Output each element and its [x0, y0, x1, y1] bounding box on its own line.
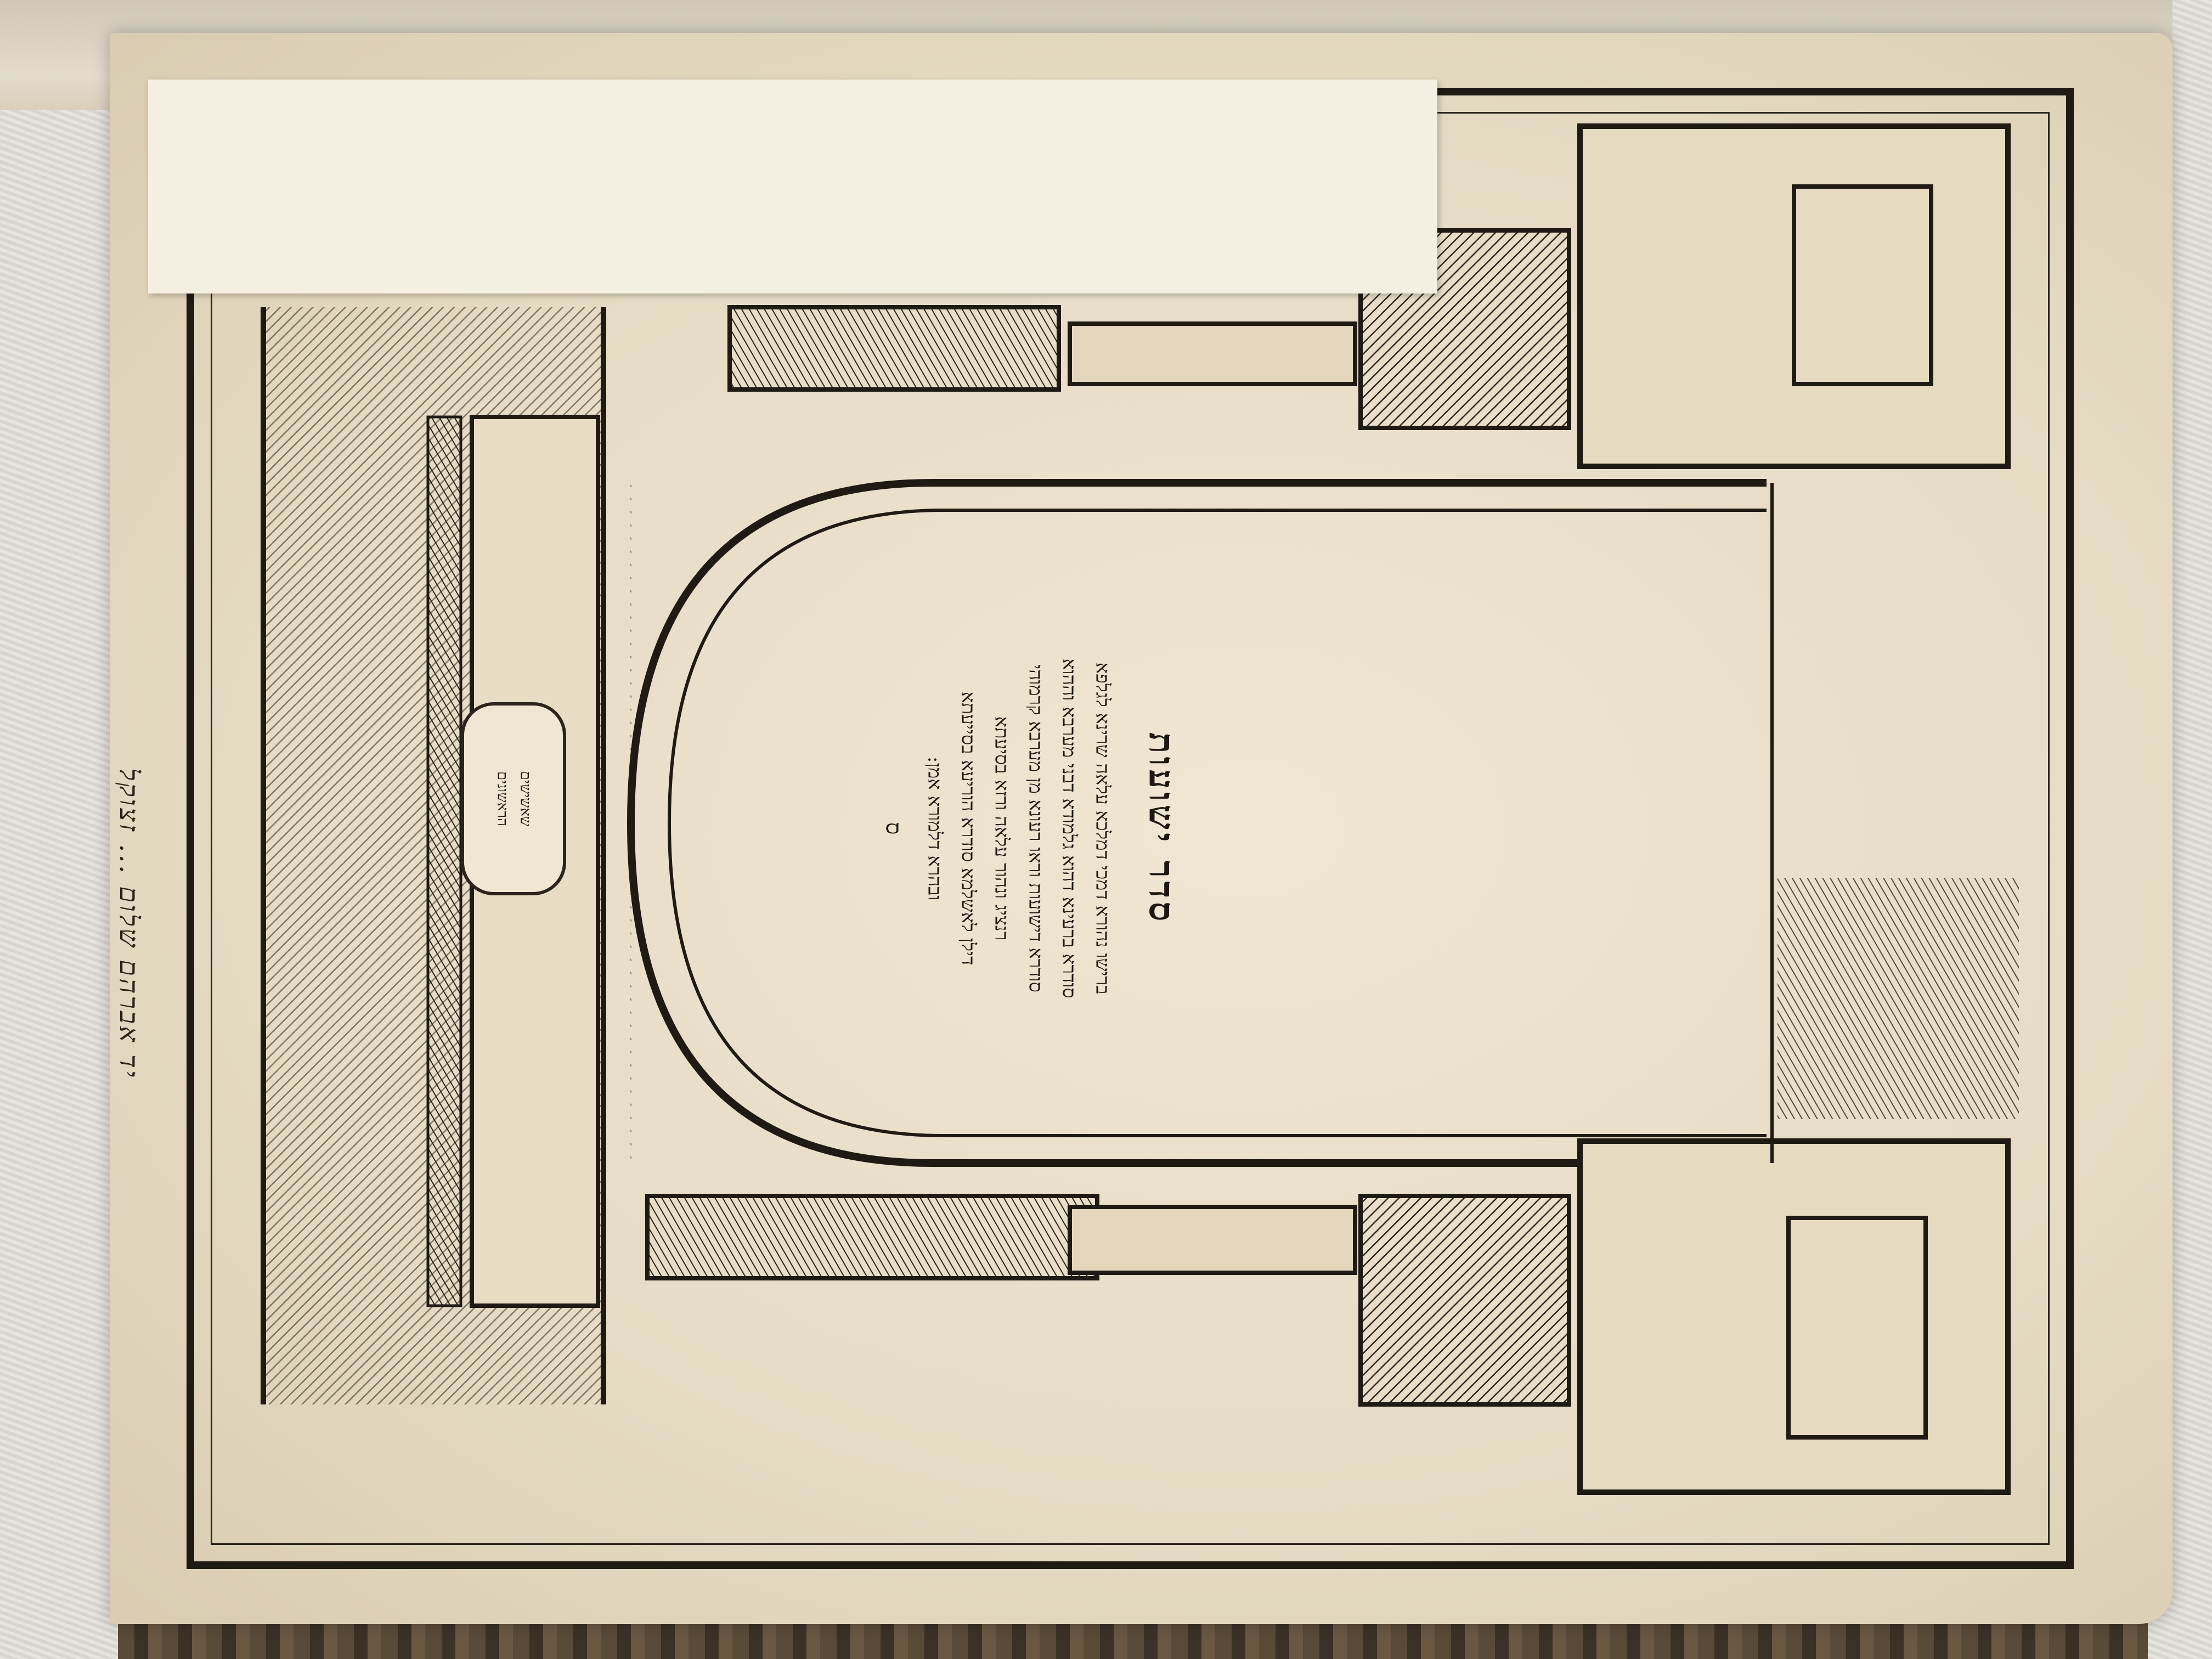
cartouche-line-2: הראשונים: [494, 771, 511, 826]
title-block: סדר ישועות ברישו נהורא דמכי דמלכא עלאה ש…: [675, 527, 1388, 1130]
text-line-1: ברישו נהורא דמכי דמלכא עלאה שרינא לגלפא: [1091, 662, 1114, 995]
text-line-6: ובהרא דלמורא אמן:: [923, 756, 946, 901]
paper-slip: [148, 80, 1437, 294]
text-line-3: סודרא דישועות וראו רעונא מן מערבא קרמוהי: [1024, 664, 1047, 992]
lower-column: [645, 878, 2019, 1495]
end-mark: ס: [881, 822, 906, 835]
page-title: סדר ישועות: [1141, 732, 1182, 925]
cartouche: שאשישים הראשונים: [461, 702, 566, 895]
text-line-5: דילן לאשלמא סודרא הוריעא בסייעתא: [957, 691, 979, 966]
handwritten-inscription: יד אברהם שלום ... זצוקל: [82, 768, 176, 1536]
upper-column: [727, 123, 2011, 469]
handwritten-text: יד אברהם שלום ... זצוקל: [114, 768, 144, 1080]
cartouche-line-1: שאשישים: [517, 771, 534, 827]
arch: [627, 479, 1767, 1167]
text-line-2: סודרא ברעינא דהוא גלמודא דבני מערבא וההו…: [1058, 658, 1080, 998]
text-line-4: רנציג ונהור עלאה ורזא בסיעתא: [991, 716, 1013, 941]
